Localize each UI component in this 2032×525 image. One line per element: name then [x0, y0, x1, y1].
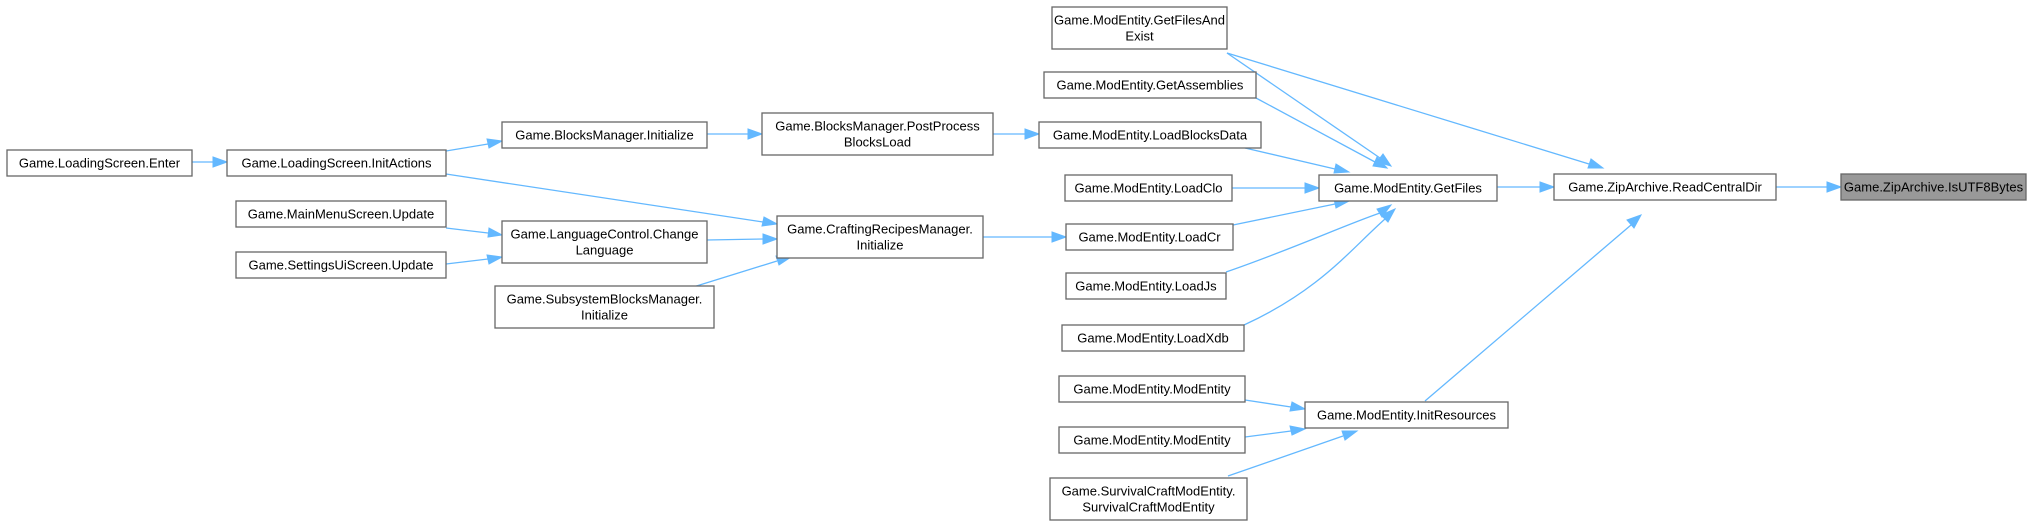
node-label-line: Game.ModEntity.LoadCr	[1078, 230, 1221, 245]
edge-blocksinit-to-postprocess	[707, 128, 764, 140]
edge-initactions-to-craftinginit	[445, 173, 779, 227]
node-label-line: Game.LanguageControl.Change	[511, 227, 699, 242]
edge-initresources-to-readcentraldir	[1424, 214, 1643, 402]
node-label-line: Game.ModEntity.ModEntity	[1073, 382, 1231, 397]
edge-craftinginit-to-loadcr	[983, 231, 1068, 243]
node-label-line: Game.LoadingScreen.Enter	[19, 156, 181, 171]
edge-settings-to-languagechange	[445, 254, 504, 265]
edge-survivalmodentity-to-initresources	[1227, 430, 1359, 477]
edge-loadjs-to-getfiles	[1225, 204, 1393, 273]
node-modentity-modentity-2[interactable]: Game.ModEntity.ModEntity	[1058, 426, 1246, 454]
edge-getassemblies-to-getfiles	[1255, 97, 1389, 169]
node-label-line: Game.ModEntity.GetAssemblies	[1057, 78, 1244, 93]
node-layer: Game.ZipArchive.IsUTF8Bytes Game.ZipArch…	[6, 6, 2027, 521]
node-settingsuiscreen-update[interactable]: Game.SettingsUiScreen.Update	[235, 251, 447, 279]
node-label-line: Game.BlocksManager.PostProcess	[775, 119, 980, 134]
node-label-line: Game.ModEntity.GetFiles	[1334, 181, 1482, 196]
node-label-line: SurvivalCraftModEntity	[1082, 500, 1215, 515]
node-modentity-loadblocksdata[interactable]: Game.ModEntity.LoadBlocksData	[1038, 121, 1262, 149]
edge-loadxdb-to-getfiles	[1243, 207, 1397, 326]
edge-loadcr-to-getfiles	[1232, 198, 1351, 226]
node-craftingrecipesmanager-initialize[interactable]: Game.CraftingRecipesManager.Initialize	[776, 215, 984, 259]
node-label-line: Game.ZipArchive.ReadCentralDir	[1568, 180, 1762, 195]
node-label-line: Game.ModEntity.ModEntity	[1073, 433, 1231, 448]
node-modentity-loadclo[interactable]: Game.ModEntity.LoadClo	[1064, 174, 1233, 202]
node-survivalcraftmodentity[interactable]: Game.SurvivalCraftModEntity.SurvivalCraf…	[1049, 477, 1248, 521]
node-label-line: Game.ModEntity.LoadXdb	[1077, 331, 1229, 346]
edge-layer	[192, 52, 1843, 477]
edge-getfilesandexist-to-readcentraldir	[1226, 52, 1605, 169]
node-modentity-getfiles[interactable]: Game.ModEntity.GetFiles	[1318, 174, 1498, 202]
node-label-line: Game.SettingsUiScreen.Update	[249, 258, 434, 273]
edge-loadclo-to-getfiles	[1232, 182, 1321, 194]
node-modentity-loadxdb[interactable]: Game.ModEntity.LoadXdb	[1061, 324, 1245, 352]
edge-postprocessblocksload-to-loadblocksdata	[993, 128, 1041, 140]
node-label-line: Game.ModEntity.LoadJs	[1075, 279, 1217, 294]
node-modentity-loadcr[interactable]: Game.ModEntity.LoadCr	[1065, 223, 1234, 251]
node-loadingscreen-initactions[interactable]: Game.LoadingScreen.InitActions	[226, 149, 447, 177]
node-label-line: Game.ModEntity.InitResources	[1317, 408, 1496, 423]
node-label-line: Exist	[1125, 29, 1154, 44]
edge-modentity1-to-initresources	[1244, 399, 1307, 412]
edge-modentity2-to-initresources	[1244, 425, 1307, 438]
node-loadingscreen-enter[interactable]: Game.LoadingScreen.Enter	[6, 149, 193, 177]
node-label-line: Game.SurvivalCraftModEntity.	[1062, 484, 1236, 499]
node-label-line: Game.MainMenuScreen.Update	[248, 207, 434, 222]
node-label-line: BlocksLoad	[844, 135, 911, 150]
edge-loadblocksdata-to-getfiles	[1244, 147, 1351, 174]
node-ziparchive-isutf8bytes[interactable]: Game.ZipArchive.IsUTF8Bytes	[1840, 173, 2027, 201]
node-modentity-modentity-1[interactable]: Game.ModEntity.ModEntity	[1058, 375, 1246, 403]
edge-readcentraldir-to-isutf8bytes	[1776, 181, 1843, 193]
edge-languagechange-to-craftinginit	[706, 233, 779, 245]
node-ziparchive-readcentraldir[interactable]: Game.ZipArchive.ReadCentralDir	[1553, 173, 1777, 201]
edge-loadingenter-to-initactions	[192, 156, 229, 168]
node-label-line: Game.CraftingRecipesManager.	[787, 222, 973, 237]
node-label-line: Initialize	[857, 238, 904, 253]
node-label-line: Game.ModEntity.LoadBlocksData	[1053, 128, 1248, 143]
node-label-line: Game.BlocksManager.Initialize	[515, 128, 693, 143]
node-label-line: Language	[576, 243, 634, 258]
node-label-line: Game.ModEntity.GetFilesAnd	[1054, 13, 1225, 28]
node-subsystemblocksmanager-initialize[interactable]: Game.SubsystemBlocksManager.Initialize	[494, 285, 715, 329]
node-label-line: Game.LoadingScreen.InitActions	[241, 156, 432, 171]
node-label-line: Game.ModEntity.LoadClo	[1075, 181, 1223, 196]
node-label-line: Initialize	[581, 308, 628, 323]
node-label-line: Game.ZipArchive.IsUTF8Bytes	[1844, 180, 2024, 195]
node-modentity-initresources[interactable]: Game.ModEntity.InitResources	[1304, 401, 1509, 429]
node-label-line: Game.SubsystemBlocksManager.	[507, 292, 703, 307]
edge-getfiles-to-readcentraldir	[1497, 181, 1556, 193]
node-blocksmanager-initialize[interactable]: Game.BlocksManager.Initialize	[501, 121, 708, 149]
node-modentity-getassemblies[interactable]: Game.ModEntity.GetAssemblies	[1043, 71, 1257, 99]
edge-mainmenu-to-languagechange	[445, 227, 504, 238]
node-modentity-loadjs[interactable]: Game.ModEntity.LoadJs	[1065, 272, 1227, 300]
edge-initactions-to-blocksinit	[445, 138, 504, 152]
node-mainmenuscreen-update[interactable]: Game.MainMenuScreen.Update	[235, 200, 447, 228]
